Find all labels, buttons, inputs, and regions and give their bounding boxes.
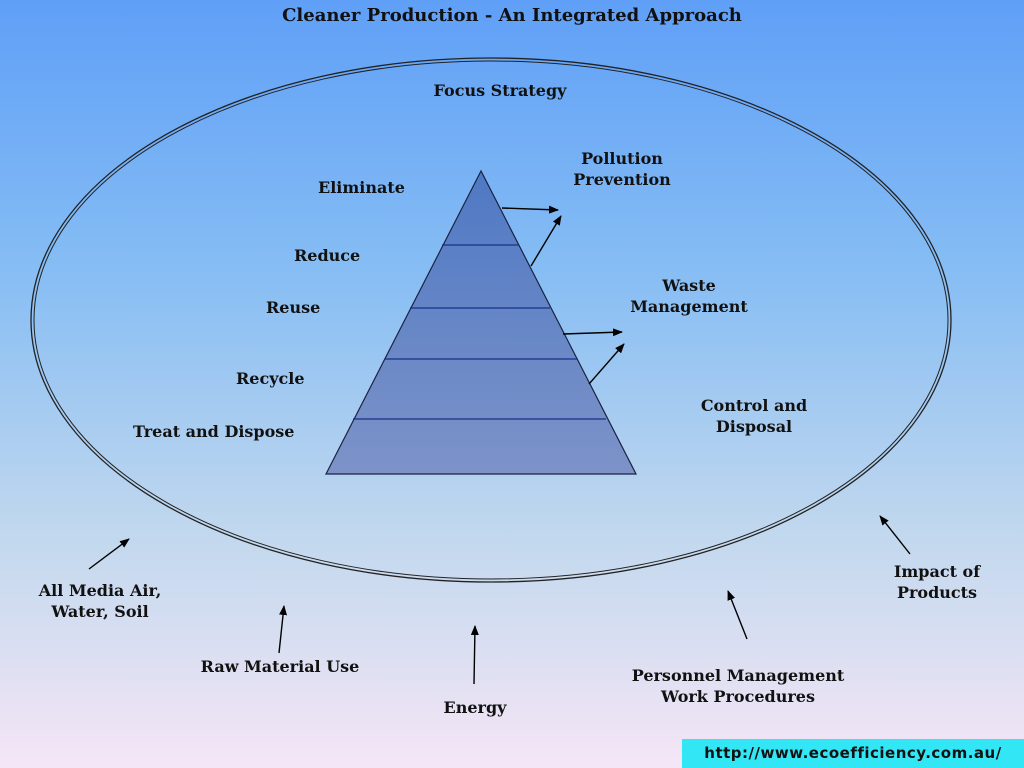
control-and-disposal-label: Control and Disposal <box>700 396 808 436</box>
level-reduce-label: Reduce <box>294 246 361 265</box>
arrow-products <box>879 515 911 555</box>
system-boundary-ellipse <box>30 57 952 583</box>
hierarchy-pyramid <box>325 169 637 475</box>
impact-of-products-label: Impact of Products <box>893 562 981 602</box>
raw-material-label: Raw Material Use <box>200 657 360 676</box>
level-treat-and-dispose-label: Treat and Dispose <box>133 422 295 441</box>
diagram-title: Cleaner Production - An Integrated Appro… <box>282 5 742 26</box>
arrow-to-pollution-prevention-2 <box>530 215 562 267</box>
all-media-label: All Media Air, Water, Soil <box>38 581 162 621</box>
focus-strategy-label: Focus Strategy <box>433 81 567 100</box>
pollution-prevention-label: Pollution Prevention <box>573 149 671 189</box>
energy-label: Energy <box>443 698 507 717</box>
personnel-label: Personnel Management Work Procedures <box>631 666 845 706</box>
level-eliminate-label: Eliminate <box>318 178 405 197</box>
arrow-to-waste-management-1 <box>562 328 623 337</box>
arrow-personnel <box>727 590 748 640</box>
arrow-energy <box>470 625 479 685</box>
arrow-raw-material <box>278 605 288 654</box>
level-reuse-label: Reuse <box>266 298 321 317</box>
waste-management-label: Waste Management <box>630 276 748 316</box>
arrow-all-media <box>88 538 130 570</box>
source-url-link[interactable]: http://www.ecoefficiency.com.au/ <box>682 739 1024 768</box>
arrow-to-pollution-prevention-1 <box>501 205 559 214</box>
level-recycle-label: Recycle <box>236 369 305 388</box>
arrow-to-waste-management-2 <box>588 343 625 385</box>
system-boundary-ellipse-inner <box>33 60 949 580</box>
